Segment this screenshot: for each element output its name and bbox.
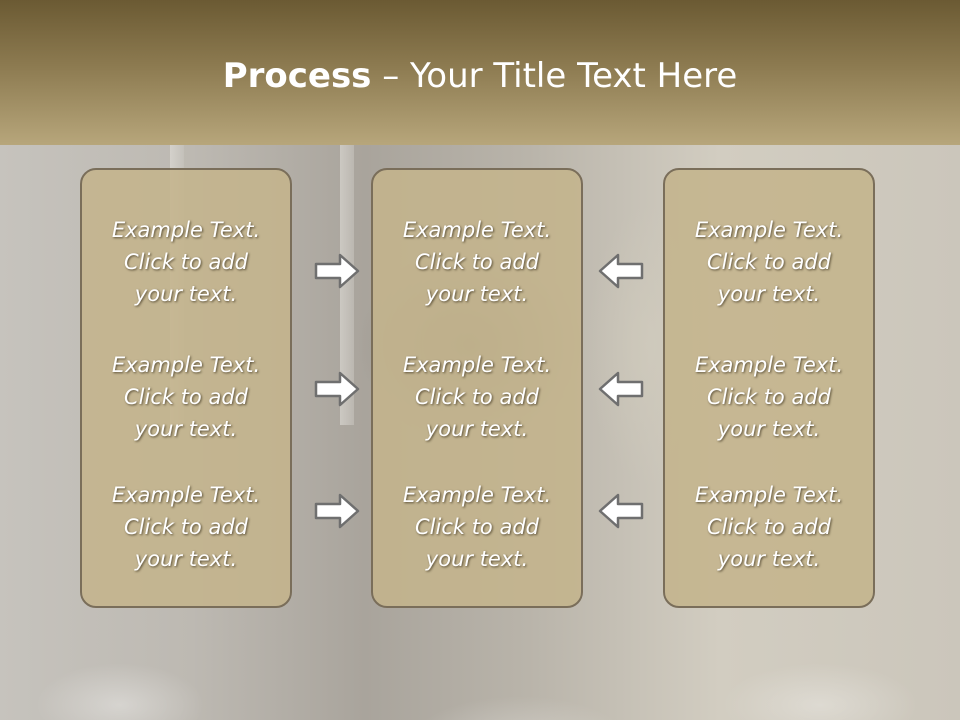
panel-text[interactable]: Example Text. Click to add your text. <box>402 353 552 441</box>
panel-text[interactable]: Example Text. Click to add your text. <box>111 483 261 571</box>
title-bold-text: Process <box>222 56 372 96</box>
panel-text[interactable]: Example Text. Click to add your text. <box>694 353 844 441</box>
arrow-left-icon <box>598 493 644 529</box>
arrow-right-icon <box>314 371 360 407</box>
slide-title[interactable]: Process – Your Title Text Here <box>0 56 960 96</box>
arrow-right-icon <box>314 253 360 289</box>
panel-text[interactable]: Example Text. Click to add your text. <box>111 218 261 306</box>
panel-text[interactable]: Example Text. Click to add your text. <box>402 483 552 571</box>
panel-text[interactable]: Example Text. Click to add your text. <box>694 483 844 571</box>
arrow-right-icon <box>314 493 360 529</box>
panel-text[interactable]: Example Text. Click to add your text. <box>111 353 261 441</box>
title-bar: Process – Your Title Text Here <box>0 0 960 145</box>
process-panel-middle[interactable]: Example Text. Click to add your text. Ex… <box>371 168 583 608</box>
process-panel-right[interactable]: Example Text. Click to add your text. Ex… <box>663 168 875 608</box>
panel-text[interactable]: Example Text. Click to add your text. <box>402 218 552 306</box>
arrow-left-icon <box>598 253 644 289</box>
panel-text[interactable]: Example Text. Click to add your text. <box>694 218 844 306</box>
process-panel-left[interactable]: Example Text. Click to add your text. Ex… <box>80 168 292 608</box>
background-pillar <box>340 145 354 425</box>
arrow-left-icon <box>598 371 644 407</box>
title-rest-text: – Your Title Text Here <box>371 56 738 96</box>
